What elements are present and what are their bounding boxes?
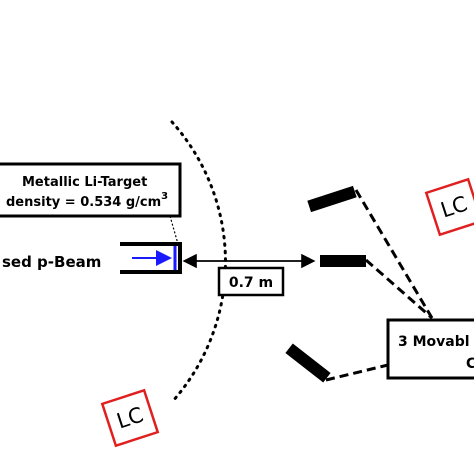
target-density: density = 0.534 g/cm3 <box>6 191 168 210</box>
target-holder <box>120 242 182 274</box>
detector-box-line1: 3 Movabl <box>398 334 470 350</box>
detector-label-box: 3 Movabl C <box>386 318 474 380</box>
lc-box-bottom-left: LC <box>100 388 160 448</box>
detector-connection-lines <box>325 189 434 382</box>
detector-top <box>307 185 357 213</box>
detector-middle <box>320 255 366 267</box>
target-leader-line <box>169 215 179 245</box>
target-title: Metallic Li-Target <box>22 175 147 190</box>
lc-box-top-right: LC <box>424 177 474 237</box>
detector-bottom <box>285 343 331 383</box>
detector-box-line2: C <box>466 356 474 372</box>
distance-label: 0.7 m <box>229 275 273 291</box>
target-info-box: Metallic Li-Target density = 0.534 g/cm3 <box>0 162 182 218</box>
dotted-detector-arc <box>170 120 227 404</box>
distance-label-box: 0.7 m <box>217 266 285 297</box>
beam-label: sed p-Beam <box>2 253 101 271</box>
